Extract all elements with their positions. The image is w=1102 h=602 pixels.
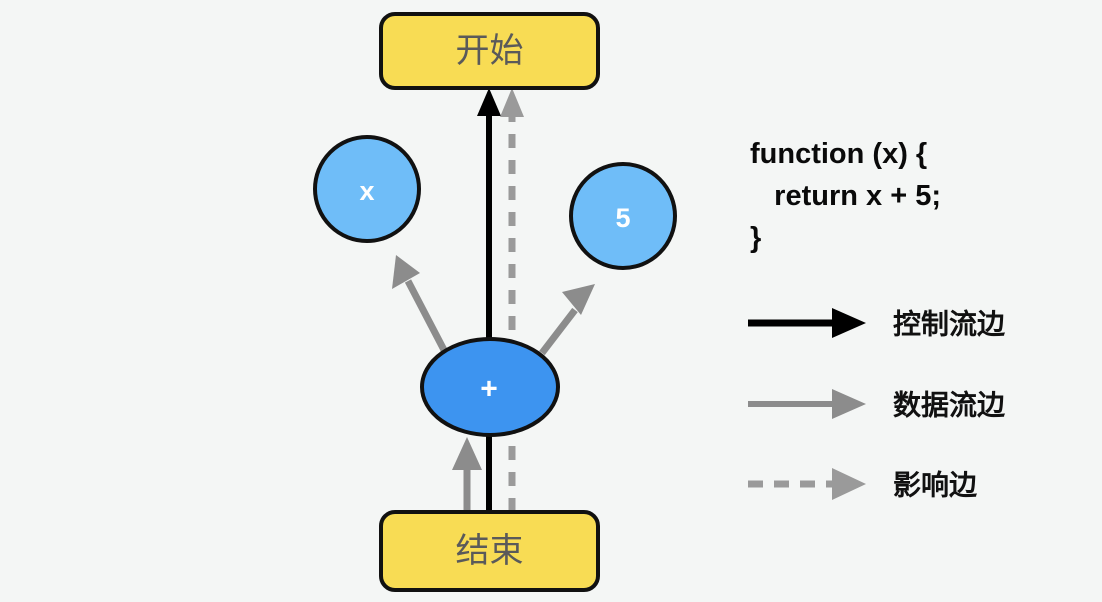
legend-item-data-flow-edge: 数据流边: [748, 389, 1006, 421]
node-const-5-label: 5: [615, 203, 630, 233]
code-line-2: return x + 5;: [750, 180, 941, 212]
node-const-5[interactable]: 5: [569, 162, 677, 270]
node-end-shape[interactable]: [379, 510, 600, 592]
node-start-shape[interactable]: [379, 12, 600, 90]
legend-label-data-flow-edge: 数据流边: [893, 390, 1006, 421]
edge-influence-end-to-start: [500, 88, 524, 512]
node-var-x-label: x: [359, 176, 374, 206]
code-snippet: function (x) { return x + 5; }: [750, 138, 941, 254]
node-operator-plus-shape[interactable]: [420, 337, 560, 437]
legend-label-control-flow-edge: 控制流边: [893, 309, 1006, 340]
node-var-x[interactable]: x: [313, 135, 421, 243]
edge-data-plus-to-5: [539, 284, 595, 356]
node-end-label: 结束: [456, 532, 524, 570]
code-line-1: function (x) {: [750, 138, 927, 170]
node-operator-plus[interactable]: +: [420, 337, 560, 437]
legend-label-influence-edge: 影响边: [893, 469, 978, 501]
legend-item-influence-edge: 影响边: [748, 468, 978, 501]
legend: 控制流边 数据流边 影响边: [748, 308, 1006, 501]
edge-data-plus-to-x: [392, 255, 448, 352]
node-const-5-shape[interactable]: [569, 162, 677, 270]
node-end[interactable]: 结束: [379, 510, 600, 592]
node-operator-plus-label: +: [480, 373, 498, 406]
code-line-3: }: [750, 222, 761, 254]
legend-arrow-control-flow-icon: [748, 308, 866, 338]
node-var-x-shape[interactable]: [313, 135, 421, 243]
edge-data-end-to-plus: [452, 437, 482, 512]
node-start-label: 开始: [456, 32, 524, 70]
legend-item-control-flow-edge: 控制流边: [748, 308, 1006, 340]
legend-arrow-data-flow-icon: [748, 389, 866, 419]
legend-arrow-influence-icon: [748, 468, 866, 500]
edge-control-end-to-start: [477, 88, 501, 512]
node-start[interactable]: 开始: [379, 12, 600, 90]
